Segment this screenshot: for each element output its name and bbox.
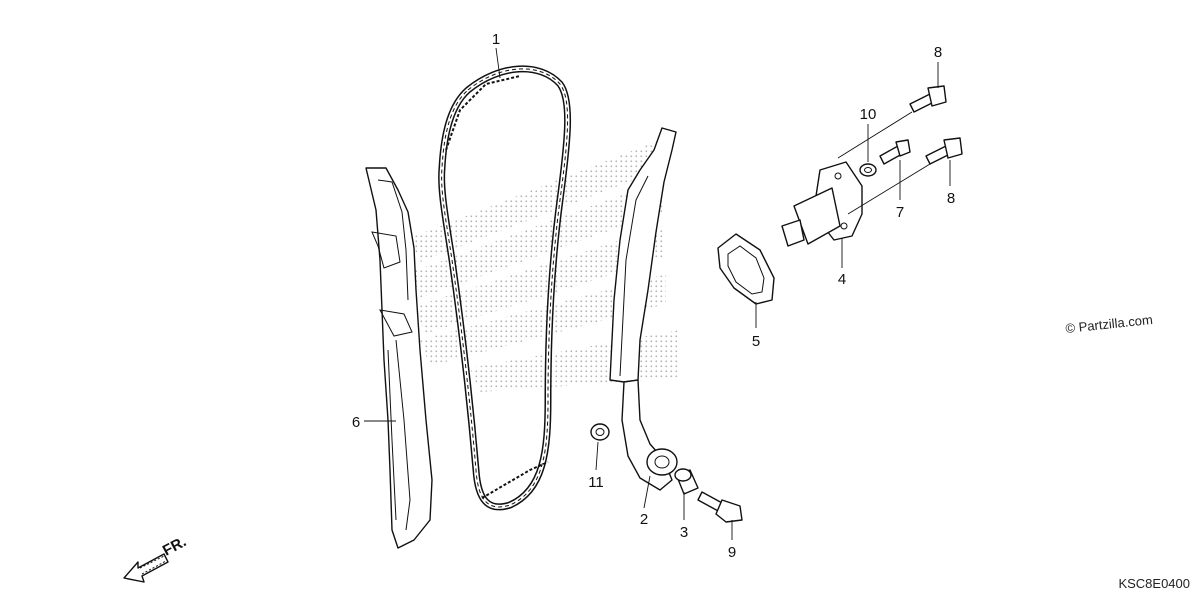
collar-part[interactable] bbox=[674, 468, 699, 495]
front-arrow-icon bbox=[123, 553, 169, 583]
cam-chain-part[interactable] bbox=[438, 65, 572, 511]
callout-6: 6 bbox=[352, 414, 360, 431]
tensioner-slider-part[interactable] bbox=[365, 167, 433, 549]
gasket-part[interactable] bbox=[717, 233, 775, 305]
o-ring-part[interactable] bbox=[859, 163, 877, 177]
bolt-part-8-upper[interactable] bbox=[909, 85, 947, 113]
callout-3: 3 bbox=[680, 524, 688, 541]
callout-5: 5 bbox=[752, 333, 760, 350]
bolt-part-8-lower[interactable] bbox=[925, 137, 963, 165]
callout-7: 7 bbox=[896, 204, 904, 221]
watermark-text: © Partzilla.com bbox=[1065, 312, 1154, 336]
flange-bolt-part[interactable] bbox=[697, 491, 743, 523]
callout-2: 2 bbox=[640, 511, 648, 528]
callout-1: 1 bbox=[492, 31, 500, 48]
bolt-part-7[interactable] bbox=[879, 139, 911, 165]
tensioner-lifter-part[interactable] bbox=[781, 161, 863, 247]
cam-chain-guide-part[interactable] bbox=[609, 127, 678, 491]
callout-9: 9 bbox=[728, 544, 736, 561]
callout-4: 4 bbox=[838, 271, 846, 288]
callout-11: 11 bbox=[588, 474, 604, 491]
diagram-code: KSC8E0400 bbox=[1118, 576, 1190, 591]
leader-lines bbox=[364, 47, 951, 540]
callout-10: 10 bbox=[860, 106, 877, 123]
washer-part[interactable] bbox=[590, 423, 610, 441]
callout-8-upper: 8 bbox=[934, 44, 942, 61]
callout-8-lower: 8 bbox=[947, 190, 955, 207]
